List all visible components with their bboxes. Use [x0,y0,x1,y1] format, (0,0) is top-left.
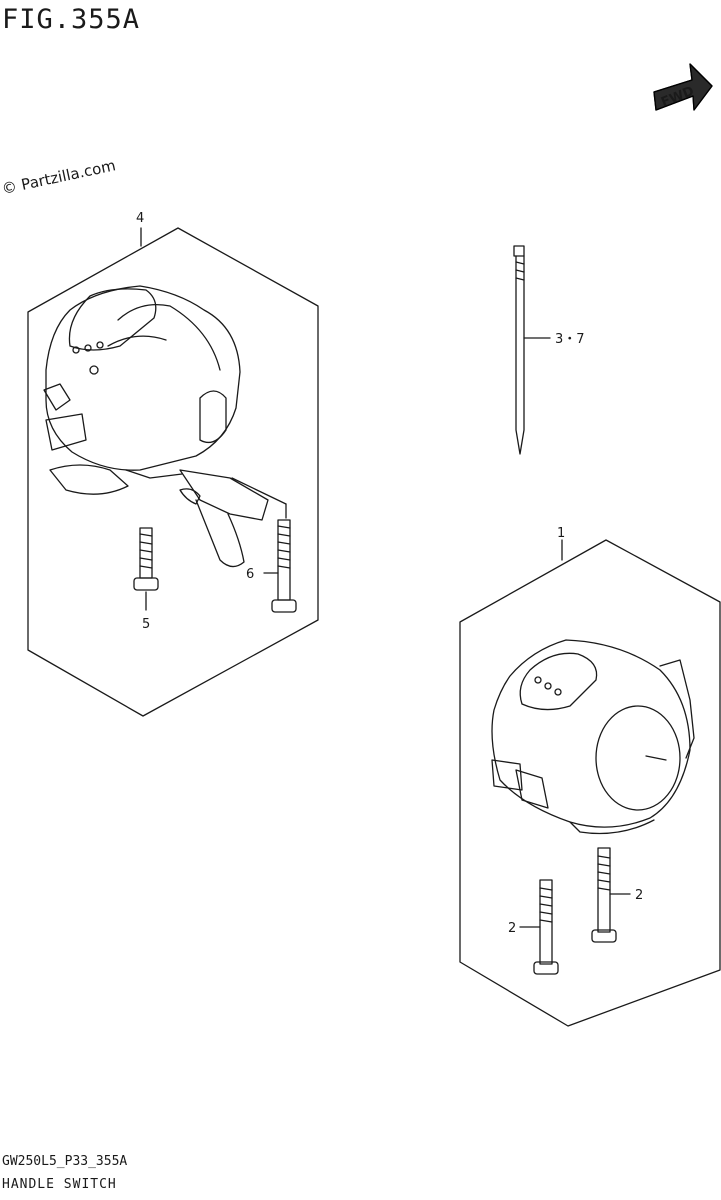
fwd-arrow-icon [653,63,713,111]
left-handle-switch [43,285,269,568]
figure-title: FIG.355A [2,4,141,35]
callout-1: 1 [557,526,565,541]
screw-6 [271,519,297,613]
screw-5 [133,527,159,591]
screw-2-lower [533,879,559,975]
callout-2-lower: 2 [508,921,516,936]
kit-outline-1 [459,539,721,1027]
callout-5: 5 [142,617,150,632]
callout-2-upper: 2 [635,888,643,903]
cable-tie [513,245,525,455]
right-handle-switch [491,639,695,835]
figure-code: GW250L5_P33_355A [2,1154,128,1169]
callout-4: 4 [136,211,144,226]
screw-2-upper [591,847,617,943]
callout-3-7: 3・7 [555,332,585,347]
figure-name: HANDLE SWITCH [2,1177,117,1192]
kit-outline-4 [27,227,319,717]
callout-6: 6 [246,567,254,582]
